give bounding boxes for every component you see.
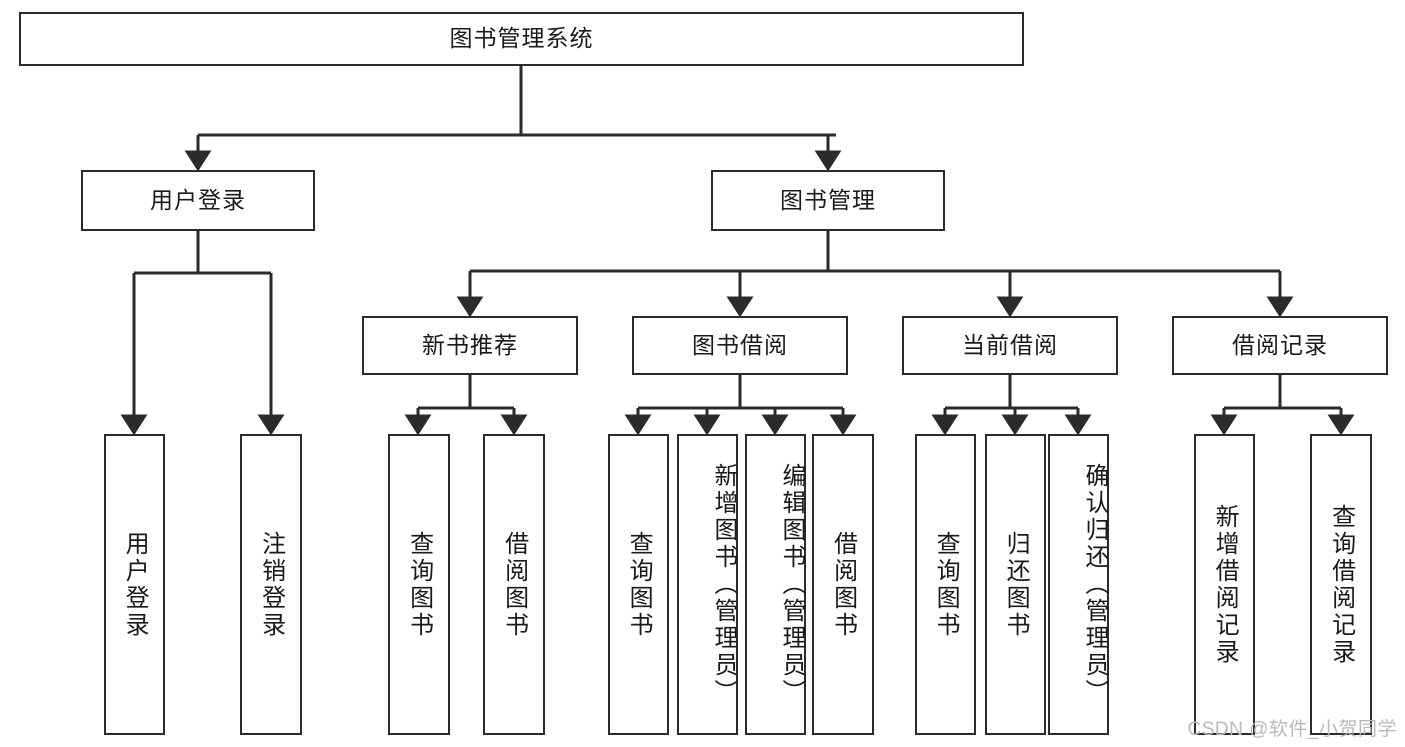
leaf-query-book-borrow-label: 查询图书 [625, 530, 653, 639]
leaf-query-book-borrow[interactable]: 查询图书 [608, 434, 669, 735]
leaf-logout-label: 注销登录 [257, 530, 285, 639]
leaf-borrow-book-rec-label: 借阅图书 [500, 530, 528, 639]
leaf-add-borrow-record-label: 新增借阅记录 [1211, 503, 1239, 666]
leaf-query-borrow-record-label: 查询借阅记录 [1327, 503, 1355, 666]
leaf-query-borrow-record[interactable]: 查询借阅记录 [1310, 434, 1372, 735]
watermark: CSDN @软件_小贺同学 [1187, 719, 1397, 740]
node-current-borrow-label: 当前借阅 [962, 331, 1058, 358]
leaf-borrow-book[interactable]: 借阅图书 [812, 434, 874, 735]
node-book-borrow[interactable]: 图书借阅 [632, 316, 848, 375]
leaf-add-borrow-record[interactable]: 新增借阅记录 [1194, 434, 1255, 735]
leaf-edit-book-admin[interactable]: 编辑图书（管理员） [745, 434, 806, 735]
leaf-return-book-label: 归还图书 [1002, 530, 1030, 639]
leaf-query-book-rec[interactable]: 查询图书 [388, 434, 450, 735]
leaf-confirm-return-admin-label: 确认归还（管理员） [1081, 463, 1108, 706]
node-book-management[interactable]: 图书管理 [711, 170, 945, 231]
leaf-confirm-return-admin[interactable]: 确认归还（管理员） [1048, 434, 1109, 735]
leaf-return-book[interactable]: 归还图书 [985, 434, 1046, 735]
node-new-book-recommend-label: 新书推荐 [422, 331, 518, 358]
leaf-user-login-label: 用户登录 [121, 530, 149, 639]
node-new-book-recommend[interactable]: 新书推荐 [362, 316, 578, 375]
leaf-query-book-current-label: 查询图书 [932, 530, 960, 639]
node-book-management-label: 图书管理 [780, 186, 876, 213]
leaf-logout[interactable]: 注销登录 [240, 434, 302, 735]
leaf-query-book-rec-label: 查询图书 [405, 530, 433, 639]
leaf-edit-book-admin-label: 编辑图书（管理员） [778, 463, 805, 706]
node-current-borrow[interactable]: 当前借阅 [902, 316, 1118, 375]
node-user-login-label: 用户登录 [150, 186, 246, 213]
leaf-user-login[interactable]: 用户登录 [104, 434, 165, 735]
node-user-login[interactable]: 用户登录 [81, 170, 315, 231]
leaf-add-book-admin-label: 新增图书（管理员） [710, 463, 737, 706]
node-root-label: 图书管理系统 [449, 25, 594, 52]
node-root[interactable]: 图书管理系统 [19, 12, 1024, 66]
leaf-query-book-current[interactable]: 查询图书 [915, 434, 976, 735]
node-borrow-record[interactable]: 借阅记录 [1172, 316, 1388, 375]
node-book-borrow-label: 图书借阅 [692, 331, 788, 358]
leaf-borrow-book-label: 借阅图书 [829, 530, 857, 639]
leaf-add-book-admin[interactable]: 新增图书（管理员） [677, 434, 738, 735]
leaf-borrow-book-rec[interactable]: 借阅图书 [483, 434, 545, 735]
node-borrow-record-label: 借阅记录 [1232, 331, 1328, 358]
